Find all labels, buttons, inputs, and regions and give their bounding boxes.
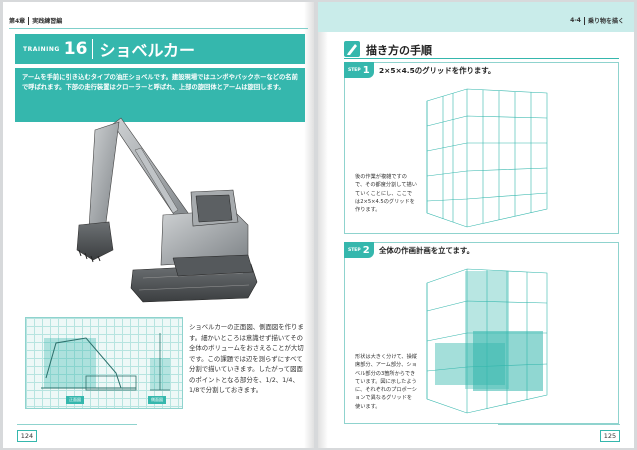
step-1-heading: 2×5×4.5のグリッドを作ります。: [379, 66, 496, 75]
step-2-heading: 全体の作画計画を立てます。: [379, 246, 474, 255]
step-2-badge: STEP 2: [344, 242, 374, 258]
grid-box-drawing: [426, 88, 548, 228]
footer-rule: [498, 424, 620, 425]
footer-rule: [17, 424, 137, 425]
section-title: 描き方の手順: [366, 44, 432, 57]
header-rule: [9, 28, 308, 29]
planning-grid-drawing: [426, 268, 548, 414]
front-view-tag: 正面図: [66, 396, 84, 404]
chapter-header: 第4章 実践練習編: [9, 16, 62, 25]
header-divider: [28, 16, 30, 25]
right-page: 4-4 乗り物を描く 描き方の手順 STEP 1 2×5×4.5のグリッドを作り…: [318, 2, 634, 448]
left-page: 第4章 実践練習編 TRAINING 16 ショベルカー アームを手前に引き込む…: [3, 2, 314, 448]
chapter-number: 第4章: [9, 18, 26, 25]
intro-text: アームを手前に引き込むタイプの油圧ショベルです。建設現場ではユンボやバックホーな…: [15, 68, 305, 122]
step-number: 1: [362, 64, 370, 76]
body-text: ショベルカーの正面図、側面図を作ります。細かいところは意識せず描いてその全体のボ…: [189, 323, 304, 394]
step-2-note: 形状は大きく分けて、操縦席部分、アーム部分、ショベル部分の3箇所からできています…: [355, 354, 417, 410]
blueprint-sketch: [41, 333, 170, 391]
pencil-icon: [344, 41, 360, 57]
step-number: 2: [362, 244, 370, 256]
front-side-view-grid: 正面図 側面図: [25, 317, 183, 409]
side-view-tag: 側面図: [148, 396, 166, 404]
chapter-number: 4-4: [570, 17, 581, 24]
gutter-shadow: [318, 2, 328, 448]
gutter-shadow: [304, 2, 314, 448]
step-1-panel: STEP 1 2×5×4.5のグリッドを作ります。 後の作業が複雑ですので、その…: [344, 62, 619, 234]
step-1-badge: STEP 1: [344, 62, 374, 78]
training-number: 16: [63, 39, 88, 59]
training-label: TRAINING: [23, 45, 60, 53]
step-label: STEP: [348, 67, 361, 73]
page-number: 124: [17, 430, 37, 442]
header-band: [318, 2, 634, 32]
step-2-panel: STEP 2 全体の作画計画を立てます。 形状は大きく分けて、操縦席部分、アーム…: [344, 242, 619, 424]
page-number: 125: [600, 430, 620, 442]
chapter-title: 乗り物を描く: [587, 18, 624, 25]
title-separator: [92, 39, 94, 59]
excavator-illustration: [76, 117, 258, 303]
chapter-header: 4-4 乗り物を描く: [570, 16, 624, 25]
step-1-note: 後の作業が複雑ですので、その都度分割して描いていくことにし、ここでは2×5×4.…: [355, 174, 417, 214]
page-title: ショベルカー: [99, 41, 195, 60]
section-rule: [344, 58, 619, 59]
title-band: TRAINING 16 ショベルカー: [15, 34, 305, 64]
header-divider: [583, 16, 585, 25]
chapter-title: 実践練習編: [32, 18, 63, 25]
step-label: STEP: [348, 247, 361, 253]
